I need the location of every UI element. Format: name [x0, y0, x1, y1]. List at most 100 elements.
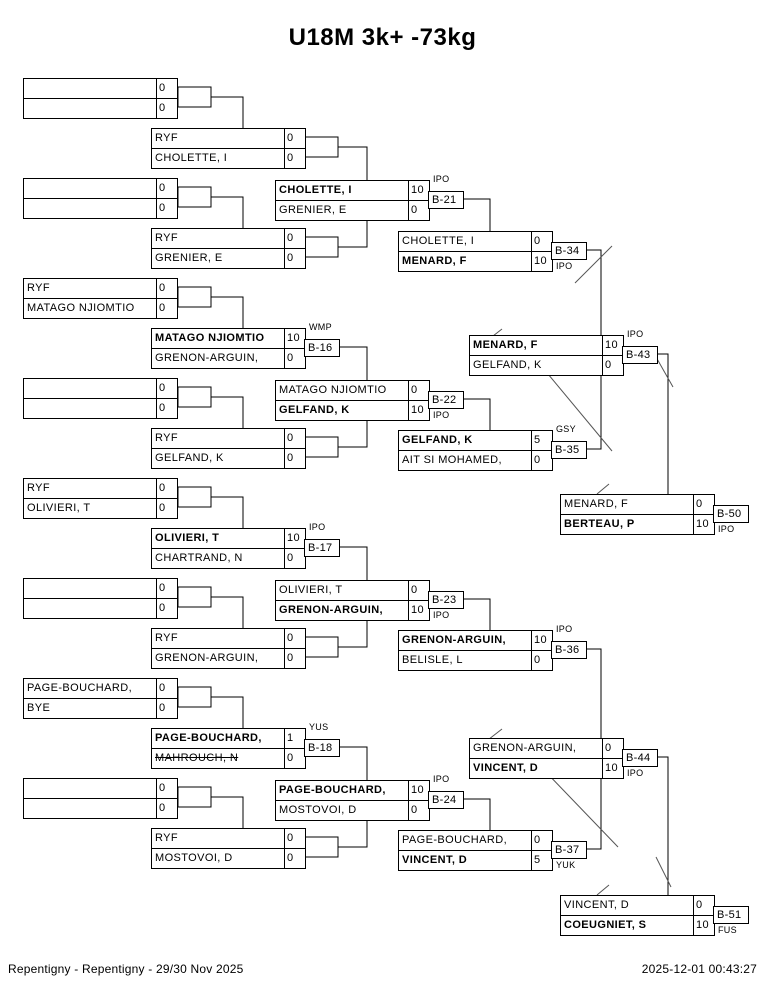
athlete-name: VINCENT, D: [473, 762, 539, 774]
advance-line: [211, 796, 244, 828]
athlete-name: MOSTOVOI, D: [279, 804, 357, 816]
score-value: 0: [156, 199, 177, 218]
advance-line: [211, 296, 244, 328]
score-value: 0: [156, 799, 177, 818]
pair-connector: [177, 386, 212, 408]
win-type-tag: IPO: [433, 610, 450, 620]
win-type-tag: IPO: [627, 329, 644, 339]
athlete-row: AIT SI MOHAMED, 0: [399, 450, 552, 470]
win-type-tag: IPO: [433, 774, 450, 784]
athlete-name: [24, 799, 156, 818]
win-type-tag: IPO: [433, 410, 450, 420]
timestamp: 2025-12-01 00:43:27: [641, 962, 757, 976]
athlete-row: 0: [24, 198, 177, 218]
score-value: 0: [156, 79, 177, 98]
athlete-name: RYF: [155, 132, 179, 144]
match-number: B-37: [551, 841, 587, 859]
athlete-name: OLIVIERI, T: [279, 584, 343, 596]
athlete-name: PAGE-BOUCHARD,: [155, 732, 262, 744]
athlete-name: COEUGNIET, S: [564, 919, 647, 931]
athlete-name: GRENIER, E: [279, 204, 347, 216]
score-value: 0: [284, 449, 305, 468]
score-value: 0: [156, 679, 177, 698]
match-number: B-36: [551, 641, 587, 659]
athlete-name: BERTEAU, P: [564, 518, 635, 530]
athlete-row: 0: [24, 798, 177, 818]
athlete-row: 0: [24, 179, 177, 198]
athlete-name: MOSTOVOI, D: [155, 852, 233, 864]
score-value: 0: [602, 356, 623, 375]
match-number: B-44: [622, 749, 658, 767]
advance-line: [211, 96, 244, 128]
athlete-name: RYF: [155, 232, 179, 244]
pair-connector: [304, 236, 339, 258]
advance-line: [340, 546, 368, 580]
score-value: 0: [156, 479, 177, 498]
score-value: 0: [284, 749, 305, 768]
score-value: 0: [602, 739, 623, 758]
athlete-name: MATAGO NJIOMTIO: [27, 302, 135, 314]
advance-line: [464, 598, 491, 630]
match-number: B-18: [304, 739, 340, 757]
athlete-name: AIT SI MOHAMED,: [402, 454, 502, 466]
score-value: 10: [408, 781, 429, 800]
athlete-name: GRENIER, E: [155, 252, 223, 264]
pair-connector: [304, 836, 339, 858]
repechage-line: [596, 884, 610, 896]
win-type-tag: IPO: [556, 624, 573, 634]
match-number: B-23: [428, 591, 464, 609]
score-value: 0: [408, 381, 429, 400]
repechage-line: [596, 483, 610, 495]
athlete-name: VINCENT, D: [564, 899, 630, 911]
athlete-name: MENARD, F: [473, 339, 538, 351]
match-number: B-51: [713, 906, 749, 924]
pair-connector: [304, 136, 339, 158]
athlete-name: [24, 199, 156, 218]
athlete-row: GRENON-ARGUIN,0: [470, 739, 623, 758]
score-value: 0: [284, 649, 305, 668]
athlete-name: PAGE-BOUCHARD,: [402, 834, 508, 846]
win-type-tag: GSY: [556, 424, 576, 434]
score-value: 0: [408, 801, 429, 820]
win-type-tag: IPO: [627, 768, 644, 778]
score-value: 0: [284, 229, 305, 248]
advance-line: [211, 496, 244, 528]
athlete-name: CHOLETTE, I: [155, 152, 228, 164]
score-value: 0: [284, 149, 305, 168]
match-number: B-22: [428, 391, 464, 409]
athlete-name: BELISLE, L: [402, 654, 463, 666]
match-number: B-50: [713, 505, 749, 523]
athlete-row: 0: [24, 598, 177, 618]
match-number: B-16: [304, 339, 340, 357]
score-value: 0: [156, 499, 177, 518]
athlete-name: MATAGO NJIOMTIO: [155, 332, 265, 344]
athlete-row: PAGE-BOUCHARD,10: [276, 781, 429, 800]
advance-line: [211, 196, 244, 228]
win-type-tag: YUS: [309, 722, 329, 732]
score-value: 0: [531, 451, 552, 470]
pair-connector: [304, 636, 339, 658]
score-value: 10: [284, 329, 305, 348]
score-value: 0: [531, 651, 552, 670]
score-value: 0: [408, 581, 429, 600]
pair-connector: [177, 586, 212, 608]
athlete-name: [24, 599, 156, 618]
